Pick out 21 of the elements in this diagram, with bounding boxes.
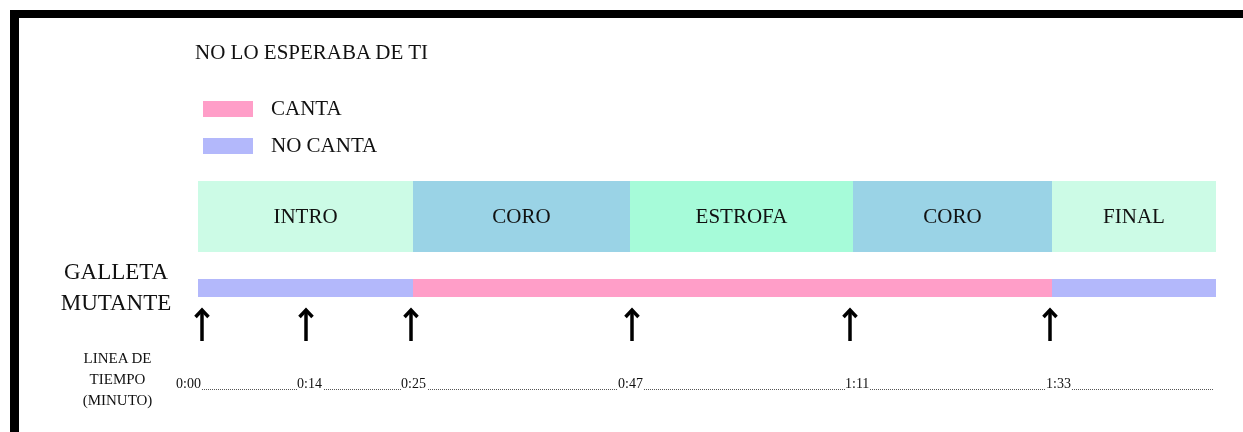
section-label: ESTROFA [695, 204, 788, 229]
time-label: 0:25 [401, 376, 427, 392]
row-label: LINEA DE TIEMPO (MINUTO) [81, 349, 154, 410]
section-label: CORO [492, 204, 551, 229]
section-label: FINAL [1103, 204, 1165, 229]
legend-label: NO CANTA [271, 133, 378, 158]
section-block [198, 181, 413, 252]
section-label: INTRO [273, 204, 338, 229]
section-block [853, 181, 1052, 252]
section-block [413, 181, 630, 252]
time-label: 0:47 [618, 376, 644, 392]
legend-label: CANTA [271, 96, 342, 121]
section-block [630, 181, 853, 252]
time-label: 1:33 [1046, 376, 1072, 392]
section-block [1052, 181, 1216, 252]
row-label: GALLETA MUTANTE [59, 258, 173, 317]
section-label: CORO [923, 204, 982, 229]
time-label: 1:11 [845, 376, 871, 392]
time-label: 0:14 [297, 376, 323, 392]
title: NO LO ESPERABA DE TI [195, 40, 428, 65]
time-label: 0:00 [176, 376, 202, 392]
